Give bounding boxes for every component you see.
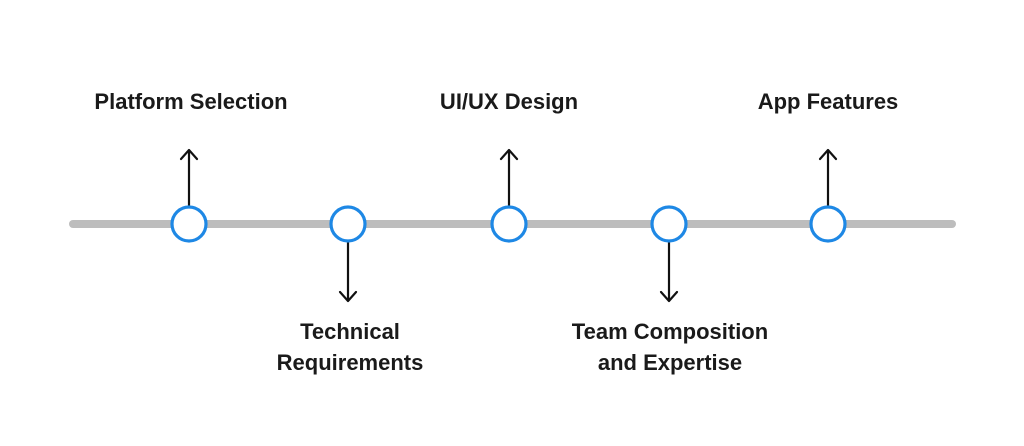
timeline-node-5	[809, 205, 847, 243]
timeline-node-1	[170, 205, 208, 243]
stage-label-technical-requirements: Technical Requirements	[277, 316, 424, 378]
arrow-head-down-icon	[338, 290, 358, 303]
stage-label-ui-ux-design: UI/UX Design	[440, 86, 578, 117]
stage-label-team-composition: Team Composition and Expertise	[572, 316, 768, 378]
arrow-head-up-icon	[499, 148, 519, 161]
timeline-node-2	[329, 205, 367, 243]
arrow-head-up-icon	[179, 148, 199, 161]
stage-label-line: UI/UX Design	[439, 89, 579, 114]
stage-label-line: Requirements	[276, 350, 424, 375]
timeline-node-4	[650, 205, 688, 243]
stage-label-line: App Features	[757, 89, 899, 114]
stage-label-line: Team Composition	[571, 319, 769, 344]
arrow-head-down-icon	[659, 290, 679, 303]
stage-label-app-features: App Features	[758, 86, 899, 117]
stage-label-line: and Expertise	[597, 350, 743, 375]
stage-label-line: Technical	[300, 319, 400, 344]
stage-label-platform-selection: Platform Selection	[94, 86, 287, 117]
stage-label-line: Platform Selection	[94, 89, 288, 114]
timeline-node-3	[490, 205, 528, 243]
arrow-head-up-icon	[818, 148, 838, 161]
